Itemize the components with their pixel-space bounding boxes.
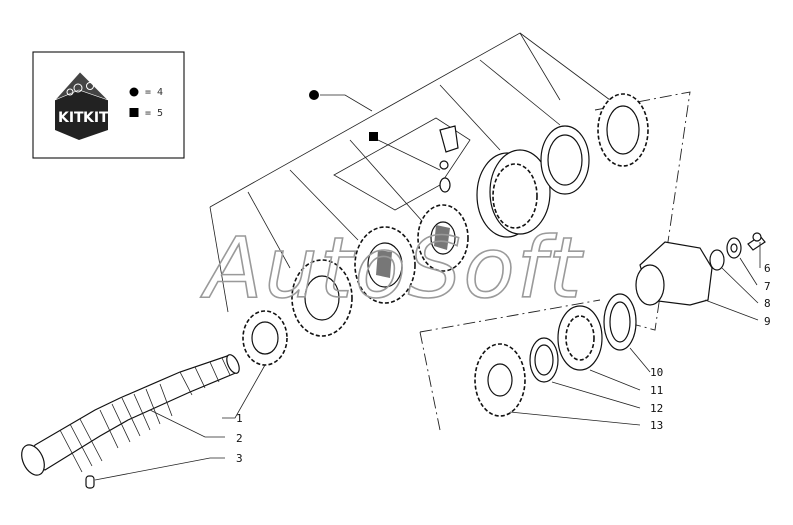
small-gear [242,310,288,366]
bolt [747,232,766,251]
washer-7 [726,237,742,259]
kit-icon: KIT KIT [54,71,109,140]
square-kit-marker-icon [369,132,378,141]
kit-bracket-square [333,117,471,211]
watermark-text: AutoSoft [200,219,584,317]
callout-11: 11 [650,384,663,397]
flange-yoke [635,241,713,306]
gear-ring-b [354,226,416,304]
gear-ring-a [291,259,353,337]
key-spring [439,125,459,193]
callout-3: 3 [236,452,243,465]
leader-lines [94,242,761,481]
synchro-ring-a [540,125,590,195]
output-gear-13 [474,343,526,417]
callout-12: 12 [650,402,663,415]
circle-qty: = 4 [145,87,163,98]
circle-kit-marker-icon [309,90,319,100]
callout-6: 6 [764,262,771,275]
bearing-11 [557,305,603,371]
synchro-ring-b [597,93,649,167]
callout-10: 10 [650,366,663,379]
callout-13: 13 [650,419,663,432]
main-shaft [21,354,240,476]
synchro-hub [417,204,469,272]
washer-12 [529,337,559,383]
synchro-sleeve [476,149,551,238]
callout-9: 9 [764,315,771,328]
circle-marker-icon [129,87,139,97]
legend-box: KIT KIT = 4 = 5 [32,51,185,159]
callout-1: 1 [236,412,243,425]
pin [85,475,95,489]
square-qty: = 5 [145,108,163,119]
callout-8: 8 [764,297,771,310]
callout-2: 2 [236,432,243,445]
square-marker-icon [129,108,139,117]
kit-label-right: KIT [83,110,109,126]
o-ring-8 [709,249,725,271]
kit-bracket-circle [209,32,611,313]
thrust-washer-10 [603,293,637,351]
kit-label-left: KIT [58,110,84,126]
callout-7: 7 [764,280,771,293]
